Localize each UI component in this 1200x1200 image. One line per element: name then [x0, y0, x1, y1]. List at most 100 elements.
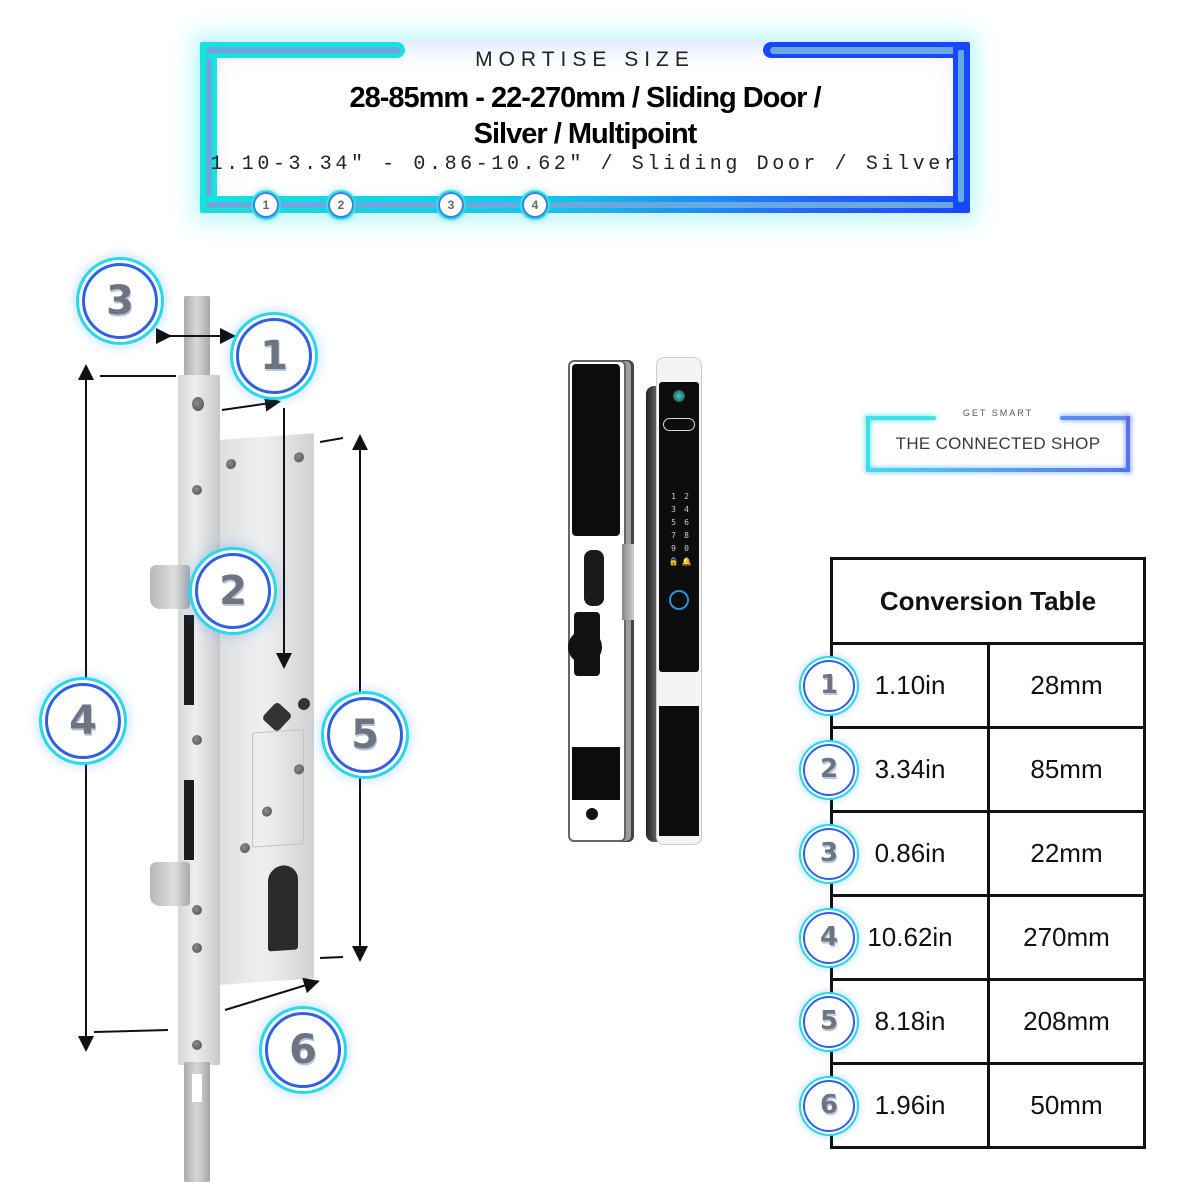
key-8: 8 [684, 531, 689, 540]
screw [240, 842, 250, 854]
brand-name: THE CONNECTED SHOP [895, 434, 1101, 453]
table-row: 1.10in 28mm [830, 642, 1146, 729]
table-marker-2: 2 [803, 744, 855, 796]
inner-camera-icon [586, 808, 598, 820]
key-6: 6 [684, 518, 689, 527]
mm-cell: 28mm [987, 642, 1146, 729]
table-marker-4: 4 [803, 912, 855, 964]
table-row: 0.86in 22mm [830, 810, 1146, 897]
key-7: 7 [671, 531, 676, 540]
key-0: 0 [684, 544, 689, 553]
frame-right-inner [958, 50, 964, 202]
diagram-marker-3: 3 [82, 263, 158, 339]
lock-key-icon: 🔒 [668, 557, 679, 566]
diagram-marker-1: 1 [236, 318, 312, 394]
conversion-table-title: Conversion Table [830, 557, 1146, 645]
cylinder-cutout [268, 864, 298, 952]
pull-handle [622, 544, 634, 620]
spindle-hole-small [298, 697, 310, 711]
frame-bottom-inner [206, 202, 966, 208]
key-1: 1 [671, 492, 676, 501]
inches-cell: 1.10in [830, 642, 990, 729]
hook-bolt-upper [150, 565, 190, 609]
key-5: 5 [671, 518, 676, 527]
step-dot-2: 2 [328, 192, 354, 218]
smart-lock-inner-panel [568, 360, 634, 842]
logo-frame [1126, 416, 1130, 472]
step-dot-1: 1 [253, 192, 279, 218]
bottom-latch-rod [184, 1062, 210, 1182]
inner-panel-glass [572, 364, 620, 536]
rod-slot [192, 1074, 202, 1102]
key-2: 2 [684, 492, 689, 501]
frame-top-left-inner [206, 47, 401, 54]
table-row: 1.96in 50mm [830, 1062, 1146, 1149]
step-dot-4: 4 [522, 192, 548, 218]
lock-unlock-buttons [584, 550, 604, 606]
logo-frame [866, 468, 1130, 472]
smart-lock-outer-panel: 1 2 3 4 5 6 7 8 9 0 🔒 🔔 [656, 357, 702, 845]
spindle-hole [261, 701, 293, 733]
screw [192, 943, 202, 953]
mm-cell: 85mm [987, 726, 1146, 813]
table-row: 10.62in 270mm [830, 894, 1146, 981]
key-4: 4 [684, 505, 689, 514]
header-title: 28-85mm - 22-270mm / Sliding Door / Silv… [260, 80, 910, 152]
screw [294, 451, 304, 463]
header-title-line2: Silver / Multipoint [473, 118, 698, 150]
header-title-line1: 28-85mm - 22-270mm / Sliding Door / [349, 82, 821, 114]
inches-cell: 8.18in [830, 978, 990, 1065]
outer-panel-lower-glass [659, 706, 699, 836]
conversion-table: Conversion Table 1.10in 28mm 3.34in 85mm… [830, 557, 1146, 1149]
logo-frame [866, 416, 936, 420]
table-header-row: Conversion Table [830, 557, 1146, 645]
hook-bolt-lower [150, 862, 190, 906]
brand-tagline: GET SMART [962, 408, 1034, 418]
inches-cell: 3.34in [830, 726, 990, 813]
mm-cell: 22mm [987, 810, 1146, 897]
face-sensor-icon [663, 418, 695, 431]
mm-cell: 50mm [987, 1062, 1146, 1149]
top-latch-rod [184, 296, 210, 378]
key-9: 9 [671, 544, 676, 553]
screw [226, 458, 236, 470]
screw [192, 485, 202, 495]
header-banner: MORTISE SIZE 28-85mm - 22-270mm / Slidin… [200, 40, 970, 218]
diagram-marker-6: 6 [265, 1012, 341, 1088]
mm-cell: 208mm [987, 978, 1146, 1065]
inches-cell: 1.96in [830, 1062, 990, 1149]
camera-lens-icon [673, 390, 685, 402]
header-kicker: MORTISE SIZE [475, 48, 695, 71]
logo-frame [1060, 416, 1130, 420]
thumb-turn-lever [574, 612, 600, 676]
mm-cell: 270mm [987, 894, 1146, 981]
faceplate-slot [184, 615, 194, 705]
faceplate-slot [184, 780, 194, 860]
logo-frame [866, 416, 870, 470]
table-marker-6: 6 [803, 1080, 855, 1132]
bell-key-icon: 🔔 [681, 557, 692, 566]
frame-left-inner [206, 50, 212, 202]
table-marker-3: 3 [803, 828, 855, 880]
table-marker-1: 1 [803, 660, 855, 712]
header-subtitle: 1.10-3.34" - 0.86-10.62" / Sliding Door … [210, 153, 960, 176]
case-inset [252, 728, 304, 848]
diagram-marker-5: 5 [327, 697, 403, 773]
brand-logo: GET SMART THE CONNECTED SHOP [866, 408, 1130, 474]
key-3: 3 [671, 505, 676, 514]
screw [192, 905, 202, 915]
table-row: 8.18in 208mm [830, 978, 1146, 1065]
table-marker-5: 5 [803, 996, 855, 1048]
faceplate [178, 375, 220, 1065]
inches-cell: 0.86in [830, 810, 990, 897]
diagram-marker-2: 2 [195, 553, 271, 629]
keypad: 1 2 3 4 5 6 7 8 9 0 🔒 🔔 [667, 490, 693, 568]
diagram-marker-4: 4 [45, 683, 121, 759]
inches-cell: 10.62in [830, 894, 990, 981]
lock-case [218, 433, 314, 986]
screw [192, 735, 202, 745]
screw [192, 397, 204, 411]
step-dot-3: 3 [438, 192, 464, 218]
keypad-panel: 1 2 3 4 5 6 7 8 9 0 🔒 🔔 [659, 382, 699, 672]
frame-top-right-inner [770, 47, 960, 54]
